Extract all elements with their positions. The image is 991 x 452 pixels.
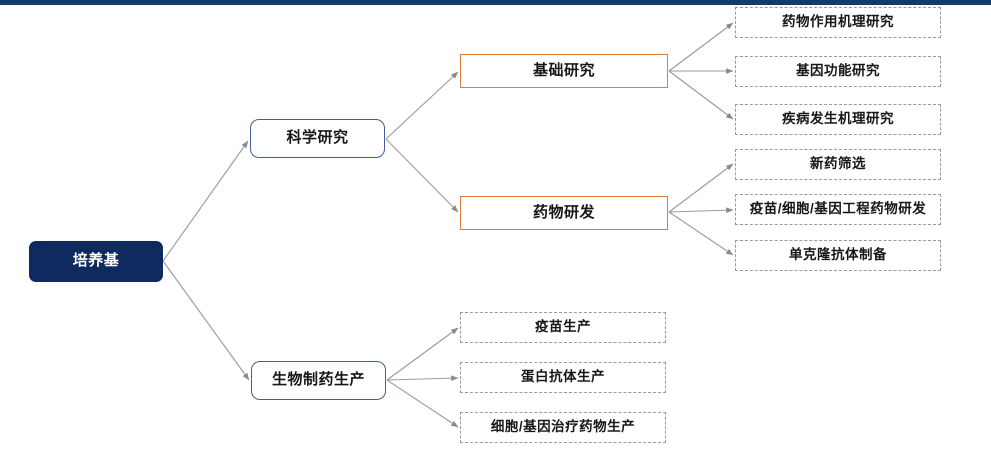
node-label: 蛋白抗体生产 bbox=[521, 369, 605, 385]
node-label: 疫苗生产 bbox=[535, 319, 591, 335]
connector-c-root-bio bbox=[162, 260, 250, 381]
node-label: 基础研究 bbox=[532, 61, 595, 79]
node-leaf-monoclonal-antibody[interactable]: 单克隆抗体制备 bbox=[735, 240, 941, 271]
node-basic-research[interactable]: 基础研究 bbox=[460, 54, 668, 88]
node-drug-development[interactable]: 药物研发 bbox=[460, 196, 668, 230]
node-label: 细胞/基因治疗药物生产 bbox=[490, 419, 636, 435]
node-leaf-protein-antibody-production[interactable]: 蛋白抗体生产 bbox=[460, 362, 666, 393]
node-label: 培养基 bbox=[72, 252, 120, 270]
connector-c-drug-3 bbox=[668, 211, 734, 256]
node-leaf-gene-function[interactable]: 基因功能研究 bbox=[735, 56, 941, 87]
node-label: 药物研发 bbox=[532, 203, 595, 221]
connector-c-bio-1 bbox=[386, 327, 459, 381]
node-label: 生物制药生产 bbox=[271, 371, 365, 389]
node-label: 疾病发生机理研究 bbox=[782, 111, 894, 127]
node-leaf-vaccine-production[interactable]: 疫苗生产 bbox=[460, 312, 666, 343]
node-leaf-cell-gene-therapy-production[interactable]: 细胞/基因治疗药物生产 bbox=[460, 412, 666, 443]
top-accent-bar bbox=[0, 0, 991, 5]
node-label: 基因功能研究 bbox=[796, 63, 880, 79]
node-label: 药物作用机理研究 bbox=[782, 14, 894, 30]
node-label: 疫苗/细胞/基因工程药物研发 bbox=[749, 201, 927, 217]
connector-c-drug-2 bbox=[668, 207, 734, 214]
node-leaf-disease-mechanism[interactable]: 疾病发生机理研究 bbox=[735, 104, 941, 135]
node-bio-manufacturing[interactable]: 生物制药生产 bbox=[251, 361, 386, 400]
connector-c-drug-1 bbox=[668, 163, 734, 213]
node-leaf-vaccine-cell-gene[interactable]: 疫苗/细胞/基因工程药物研发 bbox=[735, 194, 941, 225]
connector-c-basic-3 bbox=[668, 70, 734, 120]
node-label: 单克隆抗体制备 bbox=[789, 247, 887, 263]
connector-c-root-science bbox=[162, 140, 249, 262]
node-leaf-drug-mechanism[interactable]: 药物作用机理研究 bbox=[735, 7, 941, 38]
connector-c-bio-3 bbox=[386, 379, 459, 428]
node-label: 新药筛选 bbox=[810, 156, 866, 172]
node-science[interactable]: 科学研究 bbox=[250, 119, 385, 158]
node-leaf-new-drug-screening[interactable]: 新药筛选 bbox=[735, 149, 941, 180]
connector-c-science-basic bbox=[385, 71, 459, 140]
connector-c-science-drug bbox=[385, 138, 459, 213]
node-label: 科学研究 bbox=[286, 129, 349, 147]
connector-c-bio-2 bbox=[386, 375, 459, 382]
node-root[interactable]: 培养基 bbox=[29, 241, 163, 282]
connector-c-basic-1 bbox=[668, 22, 734, 72]
